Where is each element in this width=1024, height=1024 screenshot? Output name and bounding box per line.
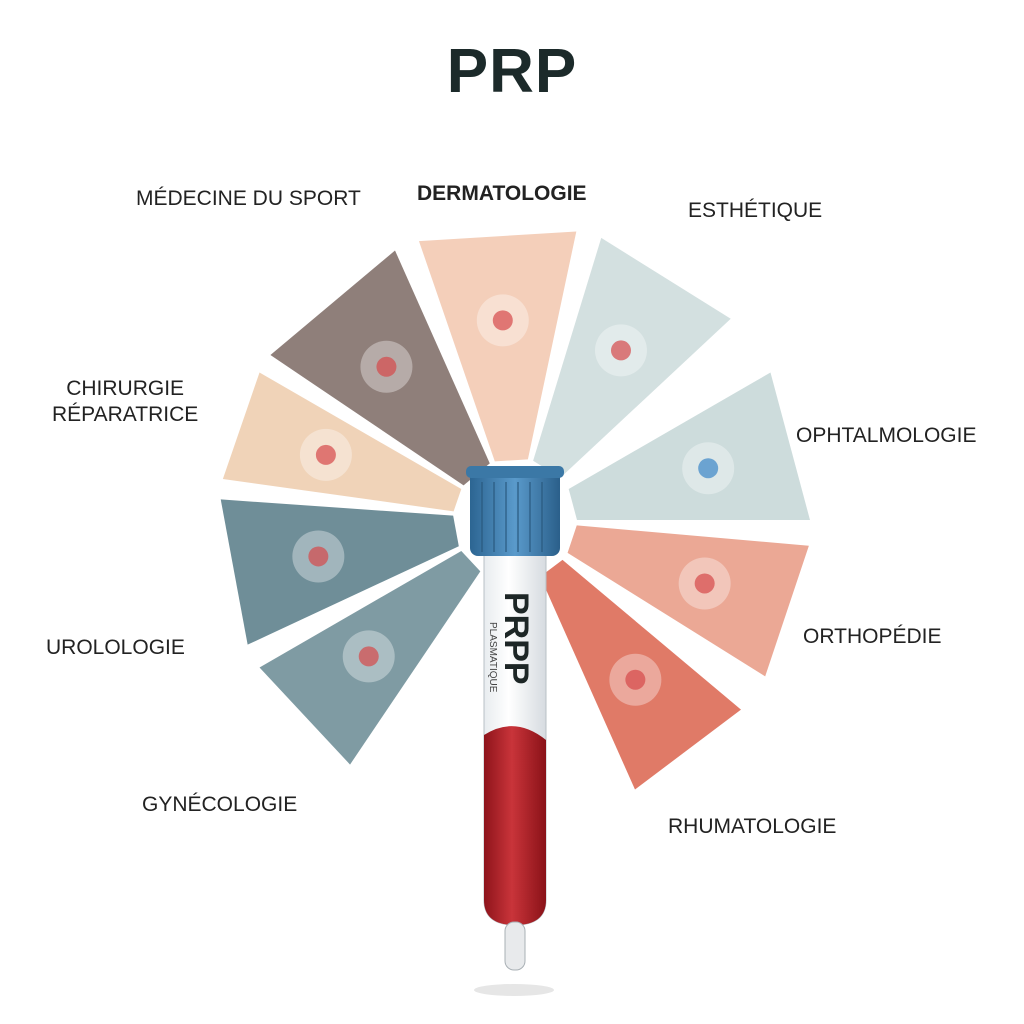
skin-blemish-icon-center <box>610 340 631 361</box>
inflamed-knee-icon-center <box>376 356 397 377</box>
wedge-uterus <box>567 525 809 677</box>
wedge-skin-blemish <box>533 237 731 478</box>
label-chirurgie-reparatrice: CHIRURGIE RÉPARATRICE <box>52 377 199 426</box>
bone-joint-icon-center <box>358 646 379 667</box>
blood-fill <box>484 726 546 925</box>
knee-joint-icon-center <box>625 669 646 690</box>
eye-icon-center <box>698 458 719 479</box>
wound-scar-icon-center <box>315 444 336 465</box>
label-dermatologie: DERMATOLOGIE <box>417 182 587 205</box>
label-orthopedie: ORTHOPÉDIE <box>803 625 942 648</box>
skin-hair-follicle-icon-center <box>492 310 513 331</box>
tube-label: PRPP <box>497 592 535 685</box>
label-urologie: UROLOLOGIE <box>46 636 185 659</box>
tube-cap <box>470 470 560 556</box>
tube-sublabel: PLASMATIQUE <box>487 622 498 693</box>
wedge-eye <box>568 372 810 520</box>
label-gynecologie: GYNÉCOLOGIE <box>142 793 298 816</box>
label-esthetique: ESTHÉTIQUE <box>688 199 823 222</box>
wedge-skin-hair-follicle <box>418 231 577 462</box>
wedge-wound-scar <box>222 372 462 512</box>
label-ophtalmologie: OPHTALMOLOGIE <box>796 424 977 447</box>
uterus-icon-center <box>694 573 715 594</box>
kidney-icon-center <box>308 546 329 567</box>
label-rhumatologie: RHUMATOLOGIE <box>668 815 837 838</box>
label-medecine-du-sport: MÉDECINE DU SPORT <box>136 187 361 210</box>
wedge-kidney <box>220 499 459 645</box>
page-title: PRP <box>446 37 578 106</box>
